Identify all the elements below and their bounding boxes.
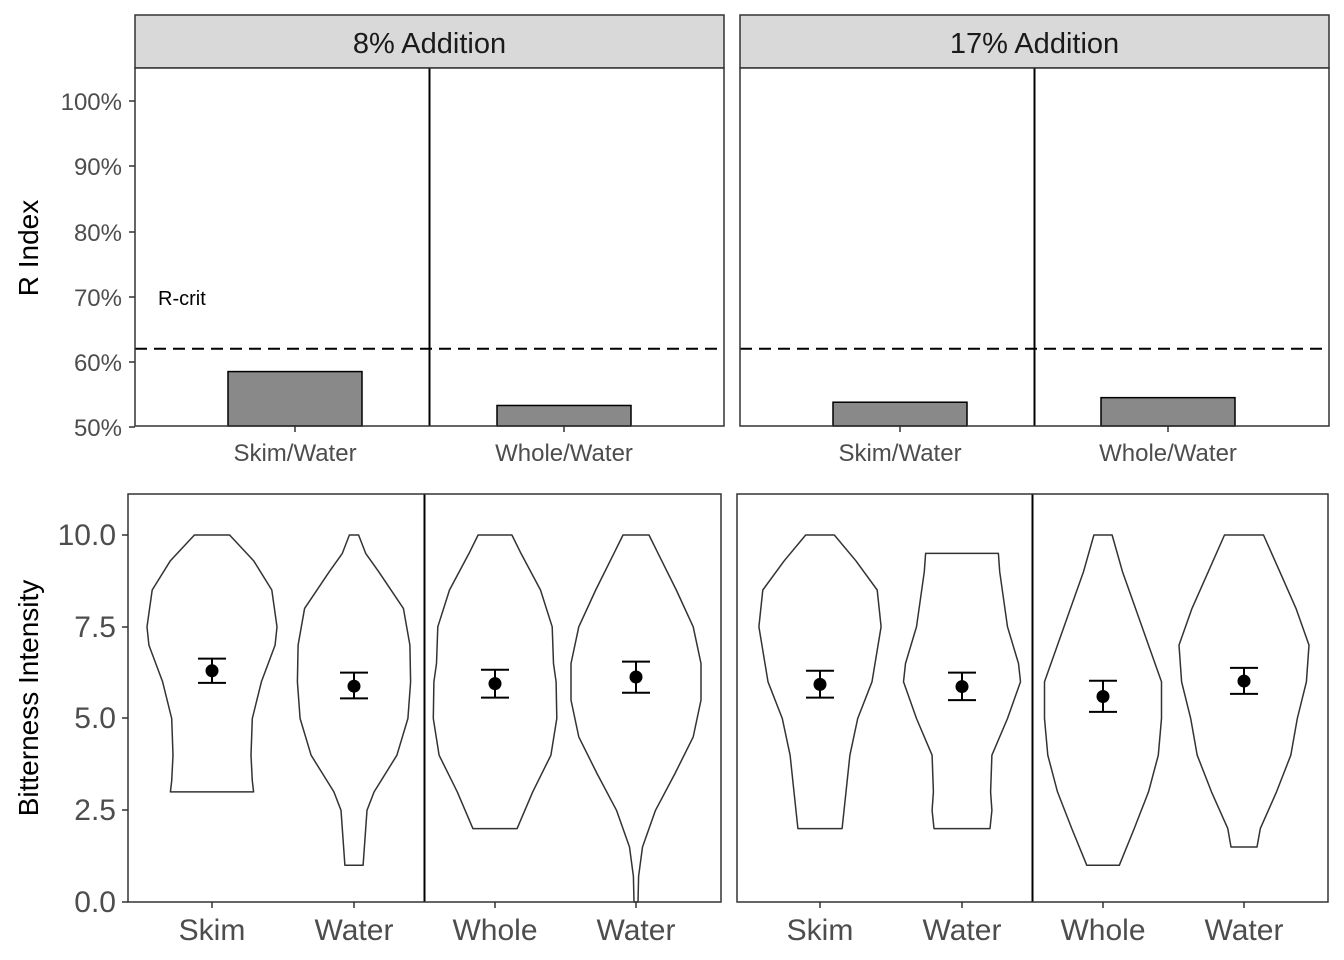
- violin-shape: [758, 534, 882, 830]
- r-index-bar: [227, 370, 363, 427]
- top-x-label-17-whole-water: Whole/Water: [1099, 440, 1237, 467]
- top-y-axis: 50% 60% 70% 80% 90% 100%: [61, 89, 135, 442]
- violin-shape: [570, 534, 702, 903]
- violin-panel-8-addition: [127, 493, 722, 908]
- top-y-tick-label: 50%: [74, 415, 122, 442]
- r-index-bar: [1100, 396, 1236, 427]
- bottom-x-label-whole: Whole: [452, 914, 537, 947]
- bottom-x-label-water: Water: [923, 914, 1002, 947]
- bottom-x-label-skim: Skim: [787, 914, 854, 947]
- strip-17-addition: [739, 14, 1330, 69]
- strip-8-addition-label: 8% Addition: [353, 28, 506, 60]
- mean-point: [1096, 689, 1110, 703]
- bottom-x-label-water: Water: [1205, 914, 1284, 947]
- top-y-tick-label: 80%: [74, 220, 122, 247]
- mean-point: [488, 677, 502, 691]
- panel-border: [736, 493, 1329, 903]
- mean-point: [1237, 674, 1251, 688]
- strip-8-addition: [134, 14, 725, 69]
- violin-shape: [902, 552, 1022, 830]
- r-crit-label: R-crit: [158, 288, 206, 310]
- top-y-axis-title: R Index: [13, 200, 44, 297]
- top-y-tick-label: 100%: [61, 89, 122, 116]
- violin-shape: [432, 534, 558, 830]
- mean-point: [347, 679, 361, 693]
- bottom-y-tick-label: 2.5: [74, 794, 116, 827]
- bottom-y-tick-label: 7.5: [74, 611, 116, 644]
- bottom-x-label-water: Water: [597, 914, 676, 947]
- panel-border: [134, 67, 725, 427]
- bottom-y-axis: 0.0 2.5 5.0 7.5 10.0: [58, 519, 128, 919]
- top-x-label-17-skim-water: Skim/Water: [838, 440, 961, 467]
- top-y-tick-label: 70%: [74, 285, 122, 312]
- violin-shape: [1178, 534, 1310, 848]
- panel-border: [739, 67, 1330, 427]
- bottom-x-label-whole: Whole: [1060, 914, 1145, 947]
- bottom-y-tick-label: 5.0: [74, 702, 116, 735]
- r-index-bar: [832, 401, 968, 427]
- mean-point: [205, 664, 219, 678]
- top-y-tick-label: 90%: [74, 154, 122, 181]
- strip-17-addition-label: 17% Addition: [950, 28, 1119, 60]
- mean-point: [629, 670, 643, 684]
- violin-shape: [1043, 534, 1163, 867]
- r-index-panel-17-addition: [739, 67, 1330, 427]
- top-x-label-8-whole-water: Whole/Water: [495, 440, 633, 467]
- violin-panel-17-addition: [736, 493, 1329, 908]
- violin-shape: [296, 534, 412, 867]
- violin-shape: [146, 534, 278, 793]
- mean-point: [955, 680, 969, 694]
- r-index-panel-8-addition: [134, 67, 725, 427]
- bottom-y-tick-label: 10.0: [58, 519, 116, 552]
- top-x-label-8-skim-water: Skim/Water: [233, 440, 356, 467]
- bottom-y-tick-label: 0.0: [74, 886, 116, 919]
- bottom-x-label-skim: Skim: [179, 914, 246, 947]
- bottom-x-label-water: Water: [315, 914, 394, 947]
- panel-border: [127, 493, 722, 903]
- bottom-y-axis-title: Bitterness Intensity: [13, 580, 44, 817]
- r-index-bar: [496, 404, 632, 427]
- mean-point: [813, 677, 827, 691]
- top-y-tick-label: 60%: [74, 350, 122, 377]
